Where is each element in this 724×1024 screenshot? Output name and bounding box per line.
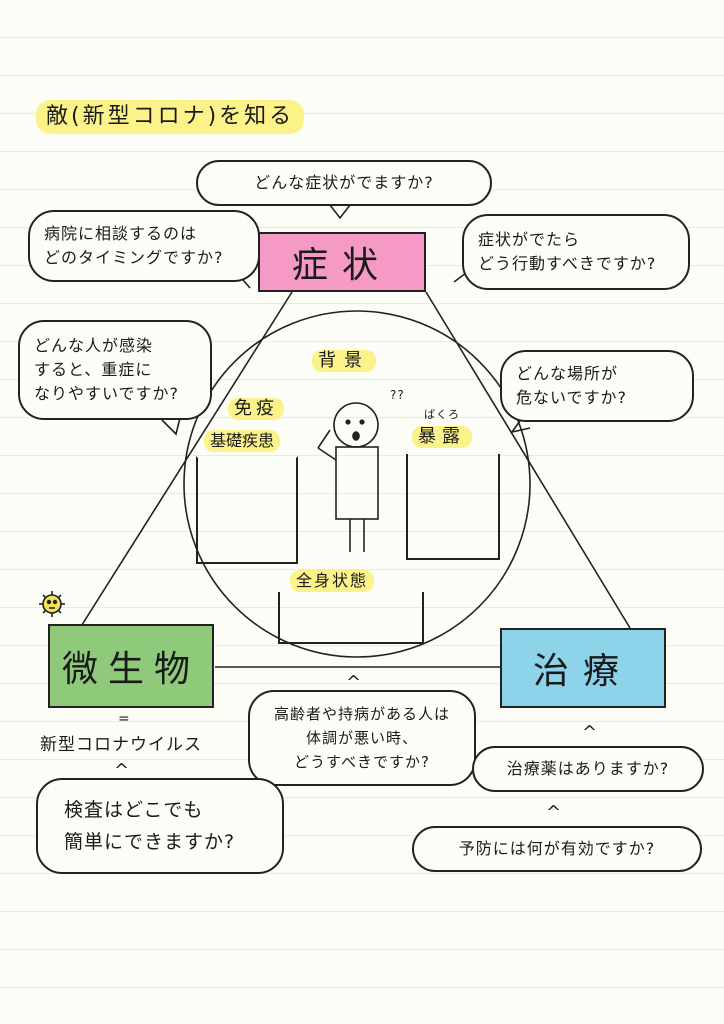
node-symptom: 症状 <box>258 232 426 292</box>
equals-sign: = <box>118 711 131 727</box>
bubble-text: 予防には何が有効ですか? <box>458 839 656 858</box>
label-general-condition: 全身状態 <box>290 570 375 592</box>
box-general <box>278 592 424 644</box>
bubble-who-severe: どんな人が感染 すると、重症に なりやすいですか? <box>18 320 212 420</box>
bubble-text-line: 危ないですか? <box>516 388 628 407</box>
label-underlying-disease: 基礎疾患 <box>204 430 281 452</box>
bubble-text-line: なりやすいですか? <box>34 384 180 403</box>
caret-medicine: ^ <box>582 722 598 743</box>
label-exposure: 暴露 <box>412 426 472 448</box>
node-label: 症状 <box>291 245 392 286</box>
bubble-text-line: どんな場所が <box>516 364 619 383</box>
bubble-text-line: どうすべきですか? <box>294 753 430 771</box>
label-exposure-ruby: ばくろ <box>424 408 460 421</box>
node-treatment: 治療 <box>500 628 666 708</box>
virus-icon <box>39 591 65 617</box>
label-background: 背景 <box>312 350 376 372</box>
bubble-hospital-timing: 病院に相談するのは どのタイミングですか? <box>28 210 260 282</box>
tail-place <box>510 417 531 434</box>
page-title: 敵(新型コロナ)を知る <box>36 100 305 134</box>
box-underlying <box>196 456 298 564</box>
center-circle <box>183 310 531 658</box>
bubble-symptoms-question: どんな症状がでますか? <box>196 160 492 206</box>
bubble-text-line: 検査はどこでも <box>64 799 204 821</box>
bubble-text-line: 病院に相談するのは <box>44 224 198 243</box>
bubble-text-line: すると、重症に <box>34 360 153 379</box>
question-marks: ?? <box>390 388 405 402</box>
bubble-prevention: 予防には何が有効ですか? <box>412 826 702 872</box>
tail-top <box>329 204 351 220</box>
bubble-testing: 検査はどこでも 簡単にできますか? <box>36 778 284 874</box>
node-label: 治療 <box>532 651 633 692</box>
bubble-text-line: どのタイミングですか? <box>44 248 224 267</box>
bubble-text-line: 簡単にできますか? <box>64 831 236 853</box>
node-microbe: 微生物 <box>48 624 214 708</box>
caret-elderly: ^ <box>346 672 362 693</box>
tail-who <box>161 417 181 436</box>
bubble-text: どんな症状がでますか? <box>254 173 434 192</box>
box-exposure <box>406 454 500 560</box>
bubble-text-line: どう行動すべきですか? <box>478 254 657 273</box>
bubble-text-line: 高齢者や持病がある人は <box>273 705 450 723</box>
bubble-text: 治療薬はありますか? <box>506 759 670 778</box>
bubble-medicine: 治療薬はありますか? <box>472 746 704 792</box>
person-icon <box>317 402 379 552</box>
bubble-action: 症状がでたら どう行動すべきですか? <box>462 214 690 290</box>
node-label: 微生物 <box>61 649 200 690</box>
caret-prevention: ^ <box>546 802 562 823</box>
bubble-text-line: 体調が悪い時、 <box>305 729 418 747</box>
label-immunity: 免疫 <box>228 398 284 420</box>
bubble-places: どんな場所が 危ないですか? <box>500 350 694 422</box>
caret-test: ^ <box>114 760 130 781</box>
virus-name: 新型コロナウイルス <box>40 735 202 755</box>
bubble-text-line: どんな人が感染 <box>34 336 154 355</box>
bubble-elderly: 高齢者や持病がある人は 体調が悪い時、 どうすべきですか? <box>248 690 476 786</box>
bubble-text-line: 症状がでたら <box>478 230 581 249</box>
